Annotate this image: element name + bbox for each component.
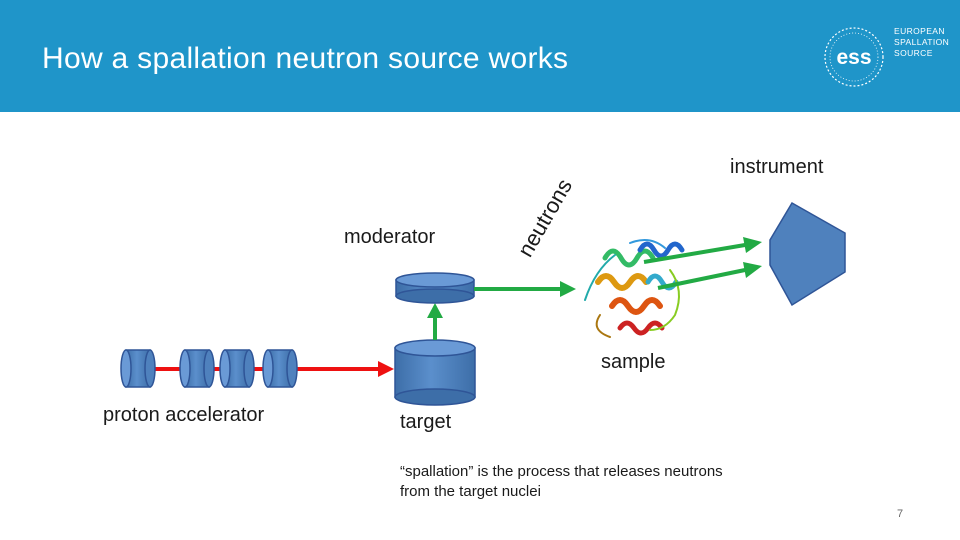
sample-label: sample (601, 351, 666, 373)
ess-logo-icon: ess (824, 27, 884, 87)
logo-mark: ess (836, 46, 871, 69)
scatter-beam-lower-arrowhead (743, 262, 762, 278)
slide-title: How a spallation neutron source works (42, 42, 569, 75)
scatter-beam-upper-line (643, 243, 746, 264)
spallation-note: “spallation” is the process that release… (400, 463, 723, 500)
moderator-label: moderator (344, 226, 436, 248)
target-cylinder (394, 339, 476, 406)
header-bar: How a spallation neutron source works es… (0, 0, 960, 112)
proton-beam-arrowhead (378, 361, 394, 377)
proton-accelerator-label: proton accelerator (103, 404, 265, 426)
scatter-beam-lower-line (657, 268, 746, 290)
accelerator-segment (120, 349, 156, 388)
page-number: 7 (897, 508, 904, 520)
protein-sample-icon (584, 238, 685, 338)
accelerator-segment (219, 349, 255, 388)
neutron-up-arrowhead (427, 303, 443, 318)
target-label: target (400, 411, 452, 433)
scatter-beam-upper-arrowhead (743, 237, 762, 253)
accelerator-segment (262, 349, 298, 388)
logo-text: EUROPEAN SPALLATION SOURCE (894, 26, 950, 58)
moderator-cylinder (395, 272, 475, 304)
instrument-detector (769, 201, 846, 307)
ess-logo: ess EUROPEAN SPALLATION SOURCE (818, 22, 958, 92)
instrument-label: instrument (730, 156, 824, 178)
accelerator-segment (179, 349, 215, 388)
neutron-beam-arrowhead (560, 281, 576, 297)
